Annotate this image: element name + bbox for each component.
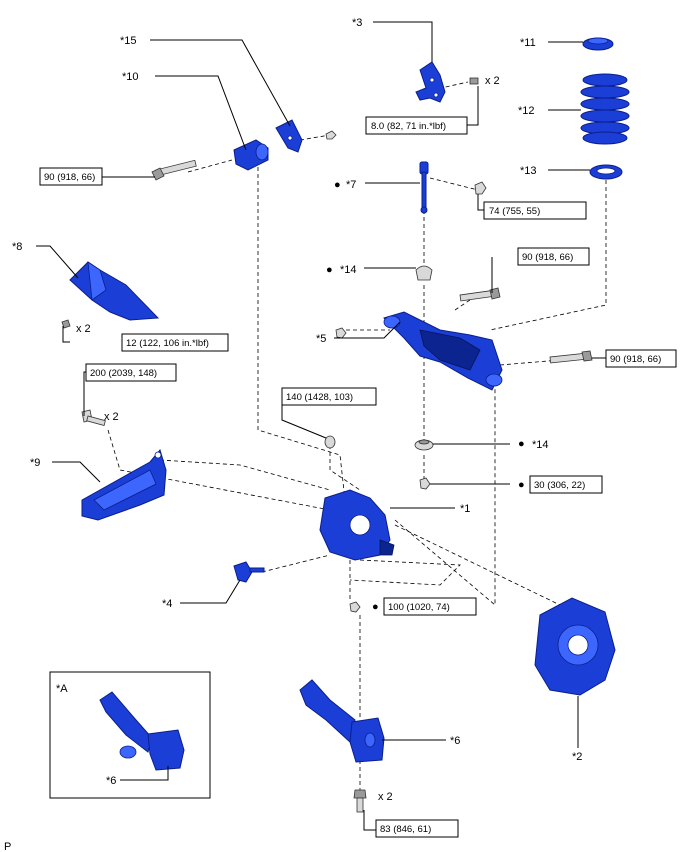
svg-text:8.0 (82, 71 in.*lbf): 8.0 (82, 71 in.*lbf) bbox=[371, 121, 446, 132]
inset-a bbox=[49, 671, 211, 799]
qty-3: x 2 bbox=[485, 75, 500, 87]
marker-torque-14: ● bbox=[518, 479, 525, 491]
svg-text:90 (918, 66): 90 (918, 66) bbox=[522, 252, 573, 263]
torque-spec-14: 30 (306, 22) bbox=[529, 475, 603, 494]
nut-1 bbox=[324, 435, 336, 449]
label-part-3: *3 bbox=[352, 17, 362, 29]
label-part-6-main: *6 bbox=[450, 735, 460, 747]
torque-spec-4: 100 (1020, 74) bbox=[383, 597, 477, 616]
nut-7 bbox=[474, 181, 487, 195]
figure-code: P bbox=[4, 841, 11, 852]
svg-text:30 (306, 22): 30 (306, 22) bbox=[534, 480, 585, 491]
part-12-coil-spring bbox=[580, 73, 630, 145]
svg-text:200 (2039, 148): 200 (2039, 148) bbox=[90, 368, 157, 379]
part-5-lower-arm bbox=[383, 311, 503, 391]
label-part-4: *4 bbox=[162, 598, 172, 610]
torque-spec-8: 12 (122, 106 in.*lbf) bbox=[121, 333, 229, 352]
bolt-3 bbox=[469, 77, 479, 85]
bolt-6 bbox=[353, 789, 367, 813]
label-part-10: *10 bbox=[122, 71, 139, 83]
nut-15 bbox=[325, 130, 337, 140]
svg-text:83 (846, 61): 83 (846, 61) bbox=[380, 824, 431, 835]
label-part-15: *15 bbox=[120, 35, 137, 47]
torque-spec-6: 83 (846, 61) bbox=[375, 819, 459, 838]
bolt-9 bbox=[81, 409, 106, 426]
part-14-upper-cushion bbox=[415, 265, 433, 281]
part-4-link bbox=[233, 561, 265, 583]
torque-spec-1: 140 (1428, 103) bbox=[281, 387, 377, 406]
nut-14 bbox=[419, 477, 431, 490]
torque-spec-9: 200 (2039, 148) bbox=[85, 363, 177, 382]
marker-torque-4: ● bbox=[372, 601, 379, 613]
part-7-stabilizer-link bbox=[419, 161, 429, 214]
torque-spec-3: 8.0 (82, 71 in.*lbf) bbox=[365, 116, 468, 135]
label-part-14-upper: *14 bbox=[340, 264, 357, 276]
nut-5-left bbox=[335, 327, 347, 339]
part-15-bracket bbox=[275, 119, 303, 153]
part-2-dust-cover bbox=[534, 597, 616, 696]
label-part-7: *7 bbox=[346, 179, 356, 191]
torque-spec-5-top: 90 (918, 66) bbox=[517, 247, 590, 266]
part-14-lower-cushion bbox=[414, 439, 434, 451]
torque-spec-5-right: 90 (918, 66) bbox=[605, 349, 677, 368]
marker-14-upper: ● bbox=[326, 264, 333, 276]
part-3-bracket bbox=[415, 61, 446, 103]
leader-lines bbox=[36, 21, 606, 831]
torque-spec-10: 90 (918, 66) bbox=[39, 167, 103, 186]
part-8-guard bbox=[69, 261, 160, 321]
label-part-12: *12 bbox=[518, 105, 535, 117]
label-part-13: *13 bbox=[520, 165, 537, 177]
qty-9: x 2 bbox=[104, 411, 119, 423]
label-part-1: *1 bbox=[460, 503, 470, 515]
nut-4 bbox=[349, 601, 361, 613]
label-part-6-inset: *6 bbox=[106, 775, 116, 787]
svg-text:100 (1020, 74): 100 (1020, 74) bbox=[388, 602, 450, 613]
svg-text:90 (918, 66): 90 (918, 66) bbox=[44, 172, 95, 183]
svg-text:12 (122, 106 in.*lbf): 12 (122, 106 in.*lbf) bbox=[126, 338, 209, 349]
torque-spec-7: 74 (755, 55) bbox=[483, 201, 587, 220]
bolt-5-top bbox=[459, 287, 501, 302]
svg-text:74 (755, 55): 74 (755, 55) bbox=[489, 206, 540, 217]
label-part-2: *2 bbox=[572, 751, 582, 763]
part-13-lower-insulator bbox=[589, 164, 623, 180]
qty-8: x 2 bbox=[76, 323, 91, 335]
assembly-lines bbox=[107, 81, 607, 790]
svg-text:90 (918, 66): 90 (918, 66) bbox=[610, 354, 661, 365]
part-11-upper-insulator bbox=[582, 37, 614, 51]
svg-text:140 (1428, 103): 140 (1428, 103) bbox=[286, 392, 353, 403]
label-part-14-lower: *14 bbox=[532, 439, 549, 451]
marker-14-lower: ● bbox=[518, 438, 525, 450]
label-part-9: *9 bbox=[30, 457, 40, 469]
label-part-11: *11 bbox=[520, 37, 536, 49]
marker-7: ● bbox=[334, 179, 341, 191]
part-1-knuckle bbox=[319, 489, 395, 561]
qty-6: x 2 bbox=[378, 791, 393, 803]
bolt-5-right bbox=[549, 350, 593, 364]
bolt-10 bbox=[151, 159, 197, 181]
label-part-5: *5 bbox=[316, 333, 326, 345]
label-part-A: *A bbox=[56, 683, 68, 695]
label-part-8: *8 bbox=[12, 241, 22, 253]
part-9-trailing-arm bbox=[81, 448, 167, 521]
part-6-bracket bbox=[299, 679, 385, 763]
part-10-bushing bbox=[233, 139, 269, 171]
